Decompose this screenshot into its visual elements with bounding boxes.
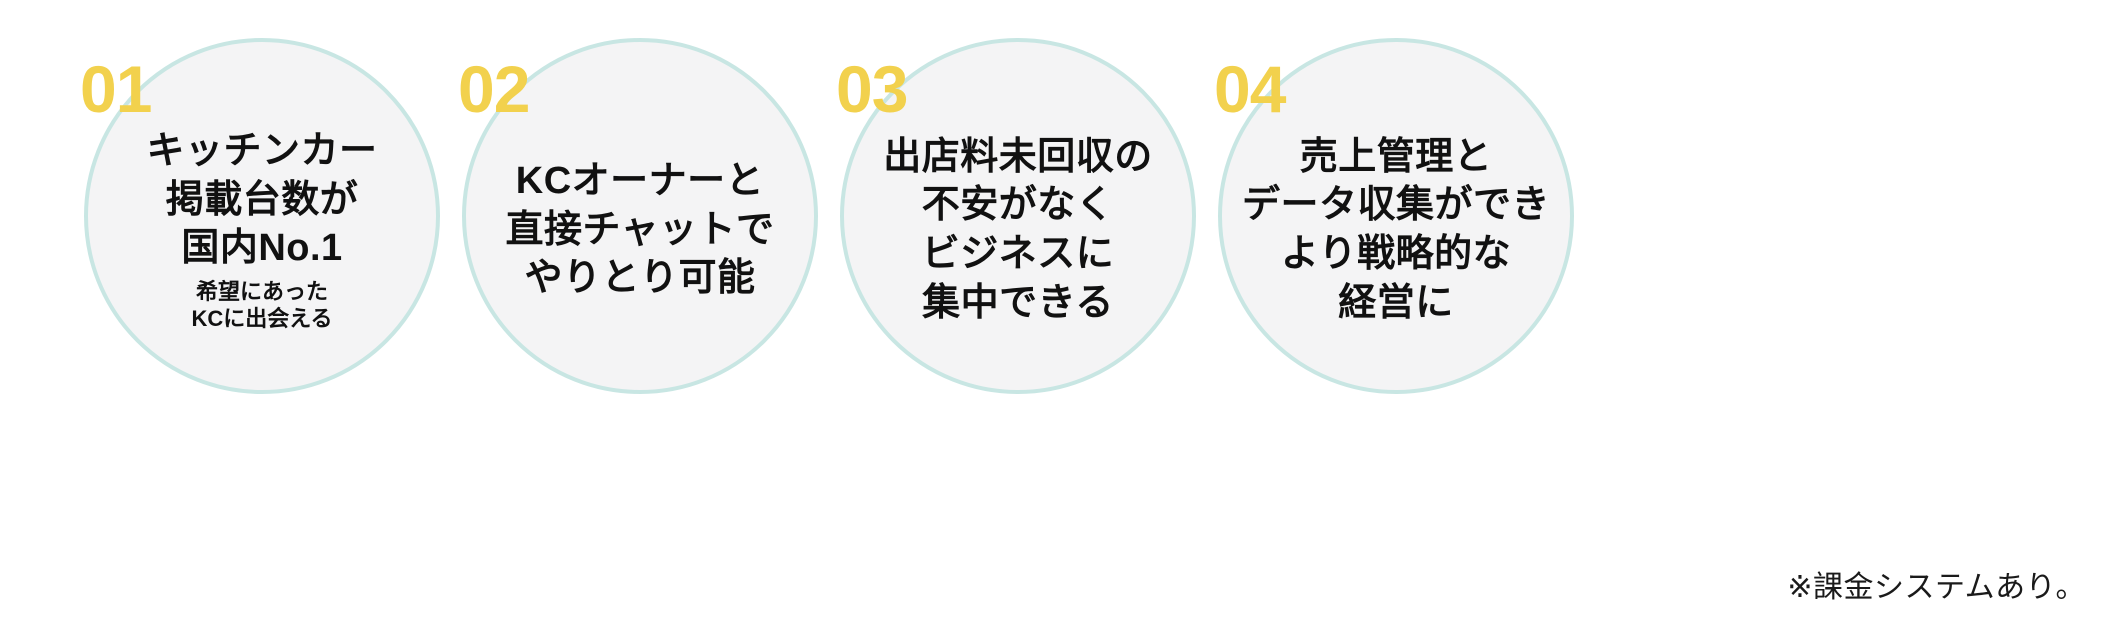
feature-text-block: 売上管理と データ収集ができ より戦略的な 経営に bbox=[1196, 18, 1596, 418]
feature-headline-line: 直接チャットで bbox=[505, 208, 775, 251]
feature-text-block: キッチンカー 掲載台数が 国内No.1 希望にあった KCに出会える bbox=[62, 18, 462, 418]
feature-headline-line: データ収集ができ bbox=[1241, 184, 1550, 227]
feature-headline-line: 売上管理と bbox=[1299, 135, 1493, 178]
footnote-text: ※課金システムあり。 bbox=[1787, 571, 2086, 604]
feature-headline-line: 集中できる bbox=[922, 281, 1114, 324]
feature-number-badge: 03 bbox=[836, 52, 908, 126]
feature-headline-line: 出店料未回収の bbox=[883, 135, 1153, 178]
feature-item-03[interactable]: 03 出店料未回収の 不安がなく ビジネスに 集中できる bbox=[818, 18, 1218, 418]
feature-circle-background bbox=[840, 38, 1196, 394]
feature-item-01[interactable]: 01 キッチンカー 掲載台数が 国内No.1 希望にあった KCに出会える bbox=[62, 18, 462, 418]
feature-headline-line: KCオーナーと bbox=[515, 160, 765, 203]
feature-subtext-line: 希望にあった bbox=[195, 279, 328, 305]
feature-circle-background bbox=[462, 38, 818, 394]
feature-item-02[interactable]: 02 KCオーナーと 直接チャットで やりとり可能 bbox=[440, 18, 840, 418]
feature-circle-row: 01 キッチンカー 掲載台数が 国内No.1 希望にあった KCに出会える 02… bbox=[62, 18, 1596, 418]
feature-item-04[interactable]: 04 売上管理と データ収集ができ より戦略的な 経営に bbox=[1196, 18, 1596, 418]
feature-subtext-wrap: 希望にあった KCに出会える bbox=[191, 279, 332, 333]
feature-headline-line: 不安がなく bbox=[921, 184, 1115, 227]
feature-subtext-line: KCに出会える bbox=[191, 305, 333, 331]
feature-circle-background bbox=[1218, 38, 1574, 394]
feature-headline-line: 掲載台数が bbox=[165, 178, 359, 221]
feature-headline-line: ビジネスに bbox=[921, 233, 1115, 275]
feature-headline-line: 国内No.1 bbox=[181, 227, 343, 270]
feature-headline-line: 経営に bbox=[1338, 281, 1454, 324]
feature-circle-background bbox=[84, 38, 440, 394]
feature-number-badge: 04 bbox=[1214, 52, 1286, 126]
feature-headline-line: より戦略的な bbox=[1280, 233, 1512, 275]
feature-text-block: 出店料未回収の 不安がなく ビジネスに 集中できる bbox=[818, 18, 1218, 418]
feature-headline-line: キッチンカー bbox=[146, 130, 378, 173]
feature-headline-line: やりとり可能 bbox=[524, 257, 756, 300]
feature-number-badge: 02 bbox=[458, 52, 530, 126]
feature-text-block: KCオーナーと 直接チャットで やりとり可能 bbox=[440, 18, 840, 418]
feature-number-badge: 01 bbox=[80, 52, 152, 126]
